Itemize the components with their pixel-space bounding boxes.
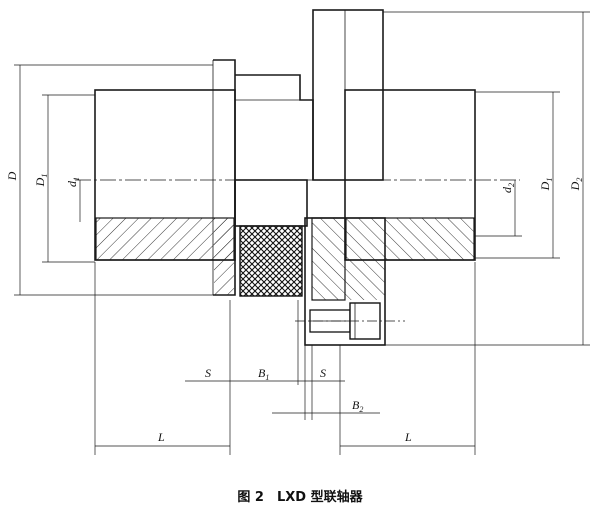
left-flange-section-hatch (214, 218, 234, 295)
horizontal-dimensions (94, 262, 476, 455)
left-hub-section-hatch (95, 217, 235, 261)
right-lower-flange-hatch (345, 260, 385, 300)
label-D1-left: D1 (33, 174, 49, 188)
label-d1: d1 (65, 177, 81, 187)
label-D: D (5, 171, 19, 181)
label-L-right: L (404, 430, 412, 444)
left-dimensions (14, 64, 213, 296)
right-dimensions (383, 11, 590, 346)
left-hub (94, 59, 236, 296)
label-D1-right: D1 (538, 178, 554, 192)
elastic-element (239, 225, 303, 297)
label-S-left: S (205, 366, 211, 380)
right-hub-wedge (311, 217, 346, 301)
center-plate-top (312, 9, 384, 181)
label-D2: D2 (568, 178, 584, 192)
label-L-left: L (157, 430, 165, 444)
center-plate (235, 9, 384, 181)
right-hub (304, 89, 476, 346)
dimension-labels: D D1 d1 d2 D1 D2 S B1 S B2 L L (5, 171, 584, 444)
right-hub-section-hatch (345, 217, 475, 261)
label-S-right: S (320, 366, 326, 380)
elastic-element-upper (234, 179, 308, 227)
label-d2: d2 (500, 183, 516, 193)
label-B1: B1 (258, 366, 269, 382)
figure-caption: 图 2 LXD 型联轴器 (237, 489, 363, 505)
label-B2: B2 (352, 398, 363, 414)
center-jaw (235, 74, 314, 180)
